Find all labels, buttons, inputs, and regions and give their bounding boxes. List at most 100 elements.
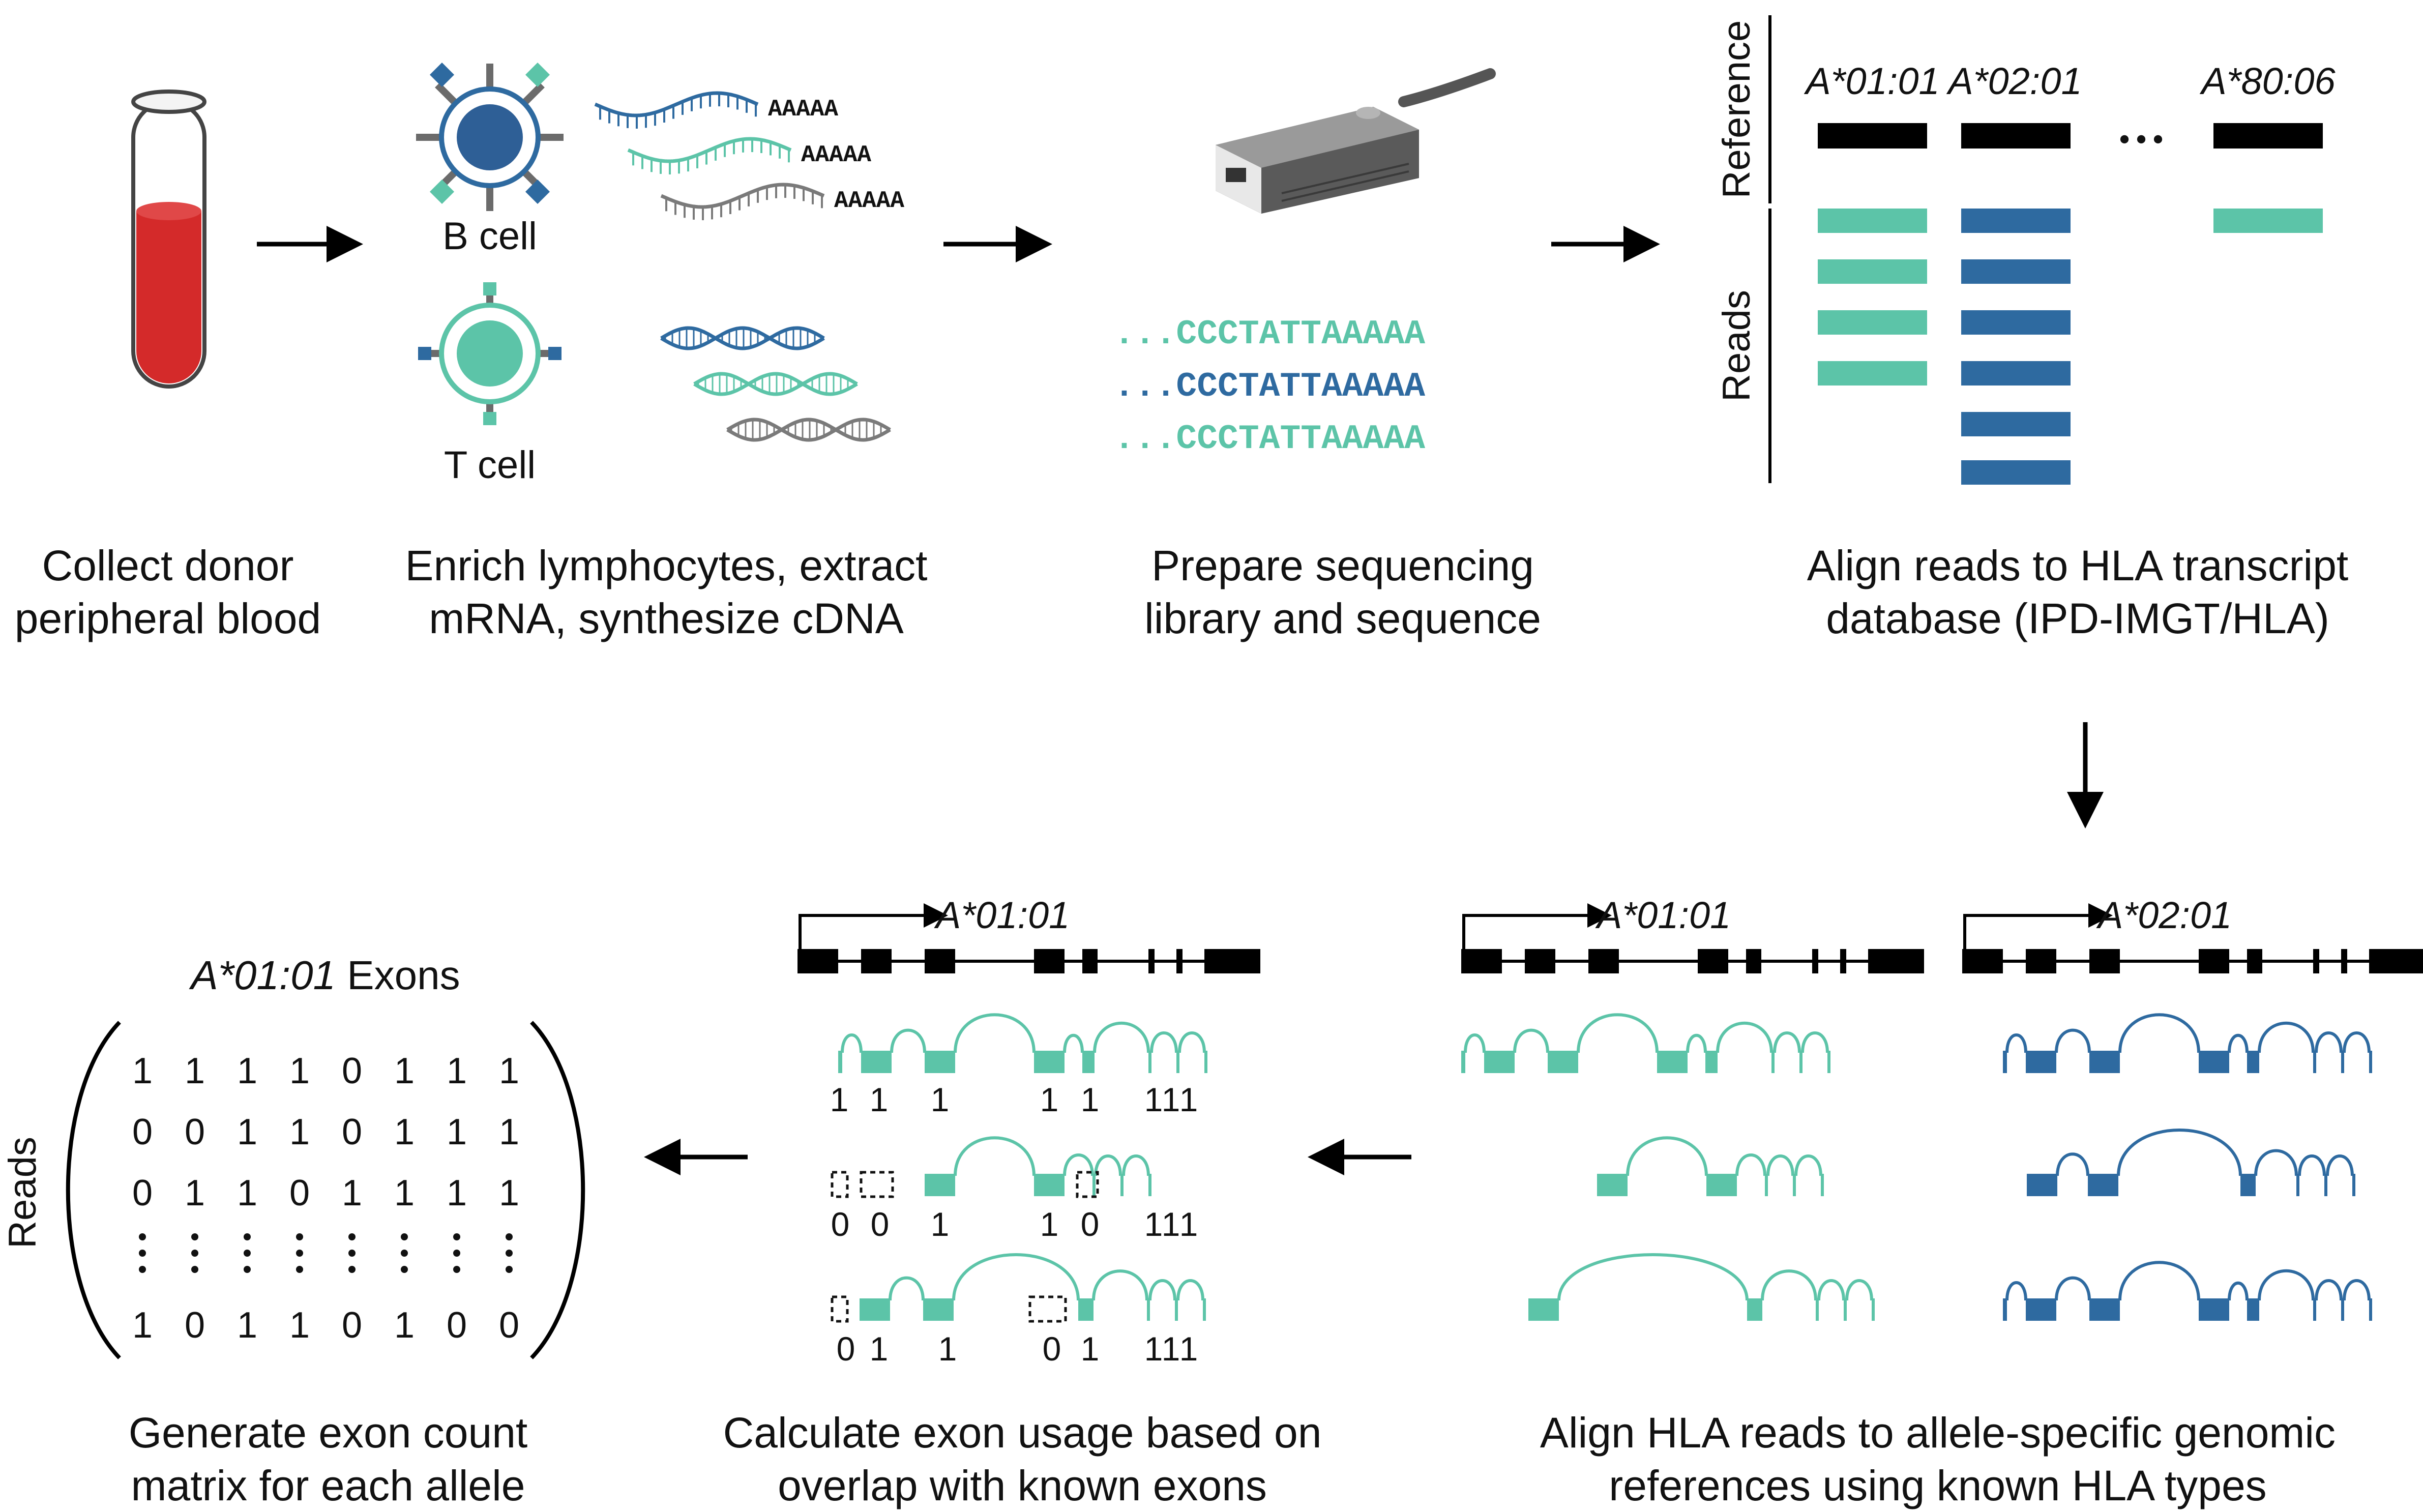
usage-value: 1 bbox=[1144, 1081, 1163, 1118]
gene-allele-label-teal: A*01:01 bbox=[1595, 894, 1731, 936]
matrix-ellipsis-dot bbox=[401, 1266, 408, 1273]
step4-line-1: Align reads to HLA transcript bbox=[1807, 542, 2349, 589]
b-cell-icon bbox=[416, 62, 564, 211]
matrix-row-label: Reads bbox=[1, 1137, 44, 1249]
matrix-ellipsis-dot bbox=[453, 1233, 460, 1240]
read-track bbox=[925, 1136, 1151, 1196]
matrix-ellipsis-dot bbox=[401, 1250, 408, 1257]
usage-value: 1 bbox=[1162, 1205, 1180, 1243]
usage-value: 1 bbox=[870, 1081, 889, 1118]
matrix-right-paren bbox=[530, 1021, 585, 1359]
usage-value: 1 bbox=[1144, 1205, 1163, 1243]
matrix-ellipsis-dot bbox=[139, 1233, 146, 1240]
usage-value: 1 bbox=[1040, 1205, 1059, 1243]
usage-value: 1 bbox=[1162, 1081, 1180, 1118]
reference-bars bbox=[1818, 123, 2323, 149]
matrix-cell: 0 bbox=[132, 1173, 153, 1213]
read-track bbox=[838, 1013, 1207, 1073]
polya-tail-1: AAAAA bbox=[768, 96, 838, 123]
matrix-ellipsis-dot bbox=[191, 1233, 198, 1240]
usage-allele-label: A*01:01 bbox=[934, 894, 1070, 936]
step6-line-2: overlap with known exons bbox=[778, 1462, 1267, 1509]
matrix-cell: 1 bbox=[289, 1305, 310, 1346]
step2-line-1: Enrich lymphocytes, extract bbox=[405, 542, 928, 589]
matrix-cell: 0 bbox=[447, 1305, 467, 1346]
polya-tail-2: AAAAA bbox=[801, 142, 871, 168]
matrix-cell: 0 bbox=[185, 1305, 205, 1346]
gene-allele-label-blue: A*02:01 bbox=[2096, 894, 2232, 936]
usage-value: 0 bbox=[1081, 1205, 1100, 1243]
step7-line-1: Generate exon count bbox=[128, 1409, 528, 1457]
usage-value: 1 bbox=[1179, 1081, 1198, 1118]
matrix-cell: 0 bbox=[499, 1305, 519, 1346]
matrix-title-suffix: Exons bbox=[336, 953, 460, 998]
matrix-ellipsis-dot bbox=[191, 1250, 198, 1257]
read-track bbox=[860, 1253, 1206, 1321]
matrix-left-paren bbox=[66, 1021, 121, 1359]
step3-line-2: library and sequence bbox=[1144, 595, 1541, 642]
step6-line-1: Calculate exon usage based on bbox=[723, 1409, 1322, 1457]
sequence-line-3: ...CCCTATTAAAAA bbox=[1114, 420, 1425, 459]
t-cell-icon bbox=[418, 282, 562, 425]
step5-line-1: Align HLA reads to allele-specific genom… bbox=[1540, 1409, 2336, 1457]
t-cell-label: T cell bbox=[444, 443, 536, 487]
matrix-cell: 1 bbox=[394, 1112, 415, 1152]
matrix-ellipsis-dot bbox=[191, 1266, 198, 1273]
usage-value: 1 bbox=[931, 1081, 950, 1118]
matrix-title: A*01:01 Exons bbox=[189, 953, 460, 998]
matrix-cell: 0 bbox=[342, 1051, 362, 1091]
read-track bbox=[1597, 1136, 1824, 1196]
usage-value: 1 bbox=[1179, 1330, 1198, 1368]
matrix-ellipsis-dot bbox=[244, 1250, 251, 1257]
matrix-cell: 1 bbox=[185, 1173, 205, 1213]
matrix-ellipsis-dot bbox=[139, 1250, 146, 1257]
step5-line-2: references using known HLA types bbox=[1609, 1462, 2267, 1509]
matrix-ellipsis-dot bbox=[296, 1233, 303, 1240]
matrix-cell: 0 bbox=[289, 1173, 310, 1213]
read-track bbox=[2003, 1013, 2372, 1073]
sequence-line-1: ...CCCTATTAAAAA bbox=[1114, 315, 1425, 354]
matrix-cell: 1 bbox=[394, 1051, 415, 1091]
reference-axis-label: Reference bbox=[1715, 20, 1758, 199]
matrix-cell: 1 bbox=[394, 1305, 415, 1346]
step3-caption: Prepare sequencing library and sequence bbox=[1068, 539, 1617, 645]
matrix-ellipsis-dot bbox=[348, 1233, 356, 1240]
matrix-cell: 1 bbox=[185, 1051, 205, 1091]
usage-value: 1 bbox=[1179, 1205, 1198, 1243]
step7-line-2: matrix for each allele bbox=[131, 1462, 525, 1509]
matrix-ellipsis-dot bbox=[506, 1266, 513, 1273]
matrix-cell: 0 bbox=[132, 1112, 153, 1152]
matrix-ellipsis-dot bbox=[348, 1250, 356, 1257]
matrix-cell: 1 bbox=[447, 1173, 467, 1213]
aligned-reads bbox=[1818, 209, 2323, 485]
matrix-ellipsis-dot bbox=[348, 1266, 356, 1273]
usage-value: 1 bbox=[830, 1081, 849, 1118]
usage-value: 1 bbox=[1162, 1330, 1180, 1368]
b-cell-label: B cell bbox=[442, 215, 537, 258]
matrix-ellipsis-dot bbox=[401, 1233, 408, 1240]
matrix-cell: 1 bbox=[342, 1173, 362, 1213]
usage-value: 1 bbox=[1081, 1330, 1100, 1368]
allele-label-3: A*80:06 bbox=[2199, 60, 2336, 102]
matrix-cell: 1 bbox=[237, 1112, 257, 1152]
usage-value: 1 bbox=[1144, 1330, 1163, 1368]
matrix-ellipsis-dot bbox=[139, 1266, 146, 1273]
matrix-ellipsis-dot bbox=[506, 1250, 513, 1257]
step2-line-2: mRNA, synthesize cDNA bbox=[429, 595, 904, 642]
matrix-title-allele: A*01:01 bbox=[189, 953, 336, 998]
matrix-cell: 1 bbox=[289, 1112, 310, 1152]
matrix-cell: 1 bbox=[237, 1051, 257, 1091]
step5-caption: Align HLA reads to allele-specific genom… bbox=[1465, 1406, 2411, 1512]
allele-label-1: A*01:01 bbox=[1804, 60, 1939, 102]
matrix-ellipsis-dot bbox=[453, 1266, 460, 1273]
reads-axis-label: Reads bbox=[1715, 290, 1758, 402]
matrix-ellipsis-dot bbox=[244, 1233, 251, 1240]
usage-value: 0 bbox=[1043, 1330, 1061, 1368]
sequencer-device-icon bbox=[1216, 68, 1496, 214]
gene-models bbox=[797, 903, 2423, 1323]
usage-value: 1 bbox=[931, 1205, 950, 1243]
